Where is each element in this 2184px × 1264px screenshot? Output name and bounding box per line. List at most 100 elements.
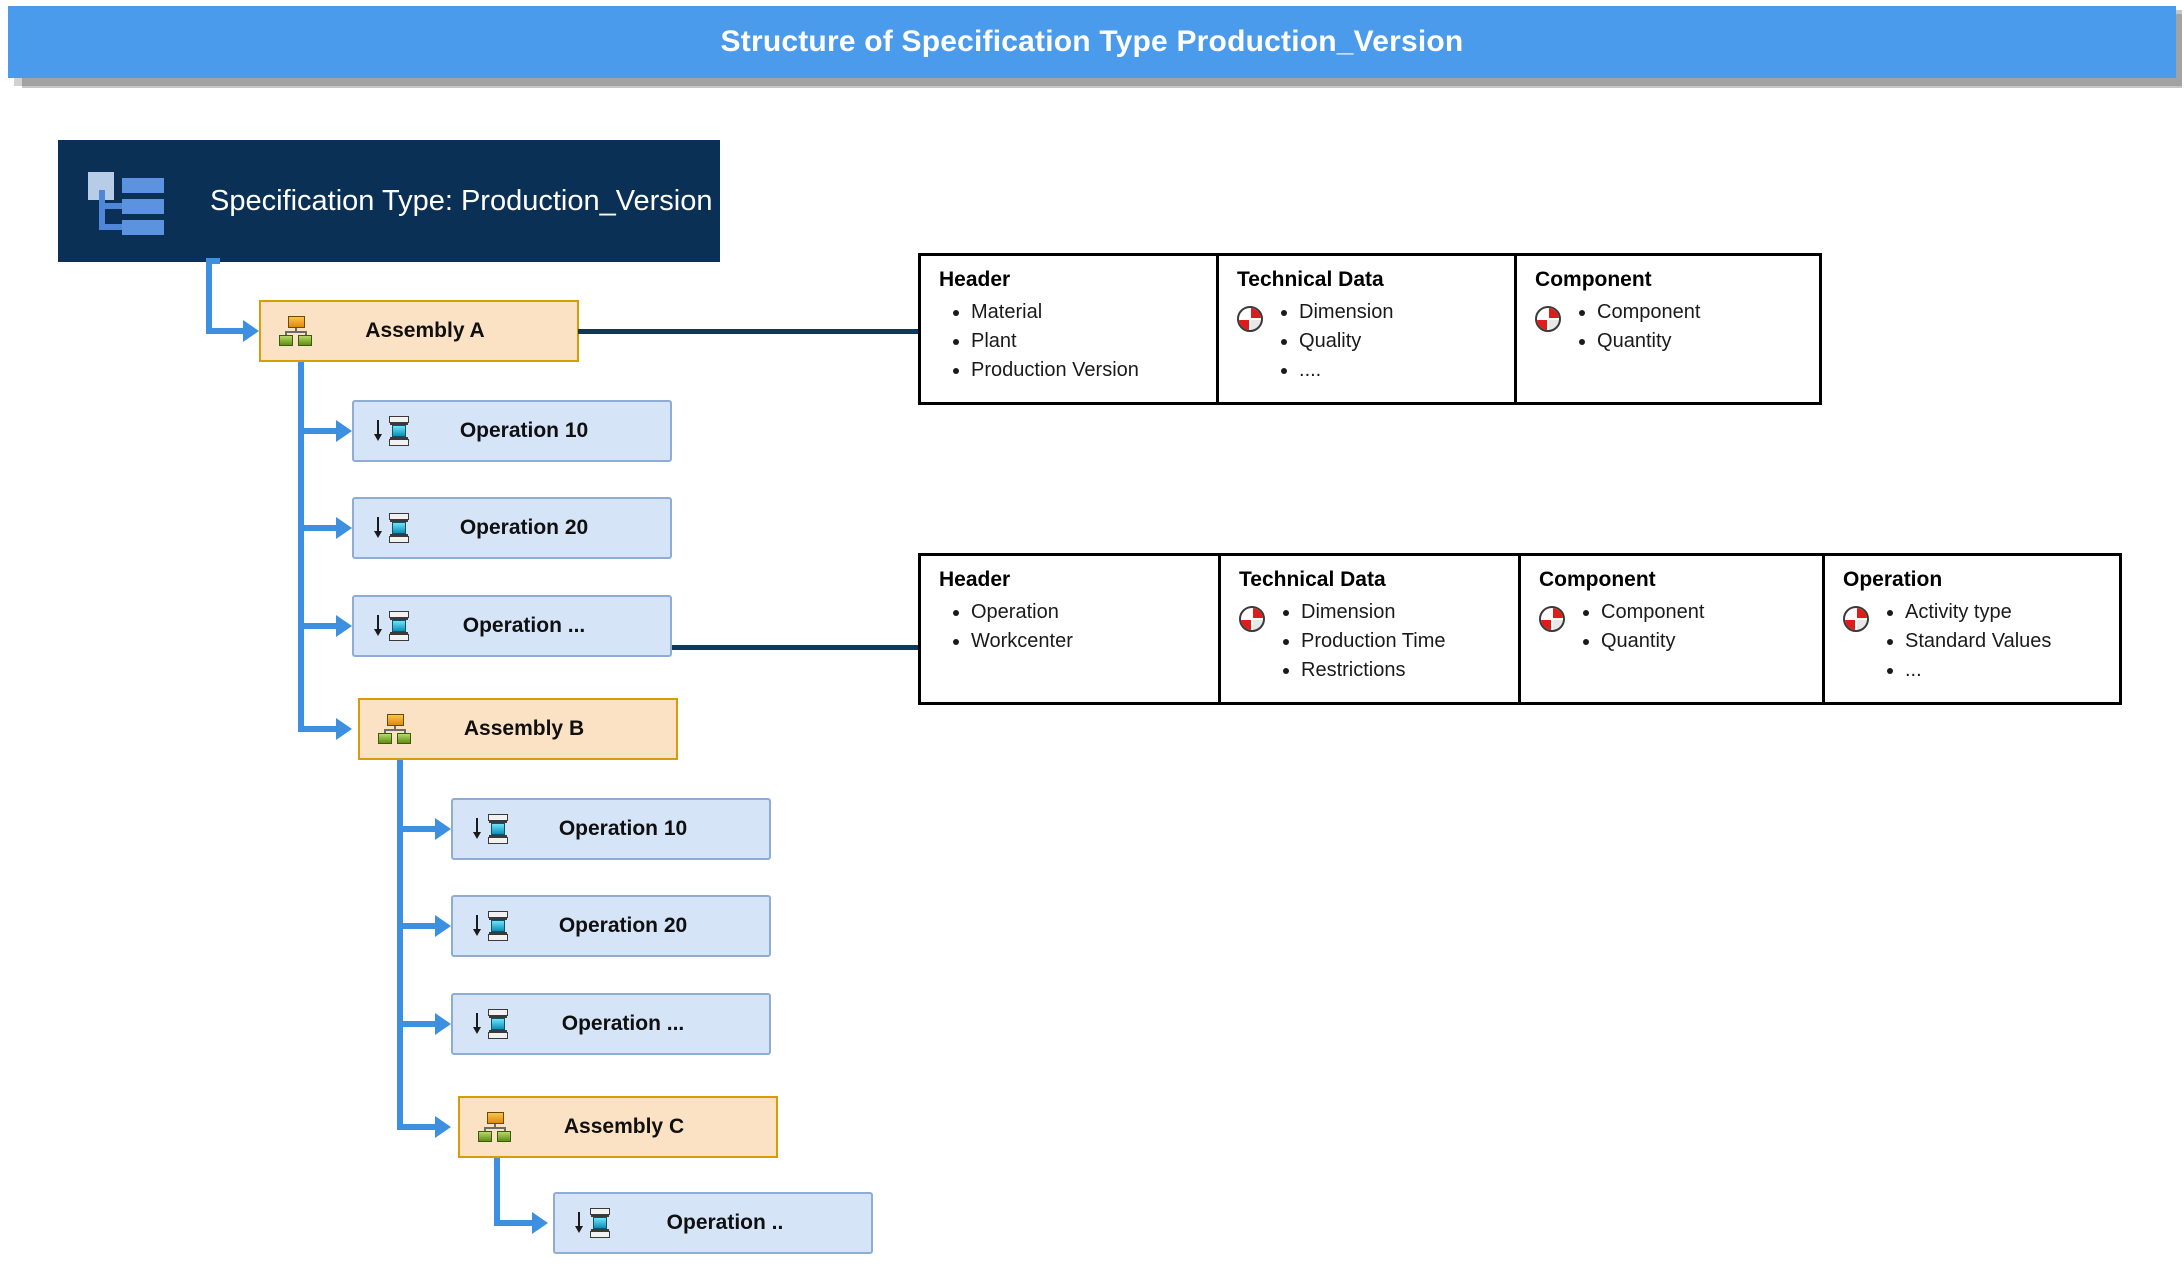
column-title: Technical Data [1239, 568, 1386, 591]
banner-shadow [22, 78, 2182, 88]
node-c-operation-dots[interactable]: Operation .. [553, 1192, 873, 1254]
list-item: Component [1601, 598, 1704, 627]
column-title: Component [1539, 568, 1656, 591]
column-items: Dimension Quality .... [1267, 298, 1393, 384]
node-b-operation-10[interactable]: Operation 10 [451, 798, 771, 860]
link-assembly-a-to-table [578, 329, 920, 334]
arrowhead-assembly-a [243, 320, 259, 342]
arrowhead-b-op-dots [435, 1013, 451, 1035]
detail-column-component: Component Component Quantity [1521, 556, 1825, 702]
node-b-operation-dots[interactable]: Operation ... [451, 993, 771, 1055]
node-label: Operation 20 [459, 516, 589, 539]
arrowhead-b-op-20 [435, 915, 451, 937]
sphere-red-white-icon [1843, 606, 1869, 632]
column-title: Operation [1843, 568, 1943, 591]
detail-column-operation: Operation Activity type Standard Values … [1825, 556, 2119, 702]
node-label: Assembly B [463, 717, 585, 740]
node-b-operation-20[interactable]: Operation 20 [451, 895, 771, 957]
list-item: Production Version [971, 356, 1139, 385]
detail-column-header: Header Operation Workcenter [921, 556, 1221, 702]
arrowhead-c-op-dots [532, 1212, 548, 1234]
node-label: Operation 10 [459, 419, 589, 442]
branch-a-op-dots [298, 623, 342, 629]
operation-flow-icon [471, 1008, 517, 1040]
list-item: Restrictions [1301, 656, 1446, 685]
arrowhead-b-op-10 [435, 818, 451, 840]
node-label: Operation 20 [558, 914, 688, 937]
node-label: Operation 10 [558, 817, 688, 840]
trunk-assembly-b [397, 760, 403, 1130]
banner-edge-shadow [2176, 10, 2182, 82]
operation-flow-icon [471, 910, 517, 942]
detail-column-technical-data: Technical Data Dimension Production Time… [1221, 556, 1521, 702]
operation-detail-table: Header Operation Workcenter Technical Da… [918, 553, 2122, 705]
column-items: Component Quantity [1565, 298, 1700, 356]
detail-column-technical-data: Technical Data Dimension Quality .... [1219, 256, 1518, 402]
column-title: Component [1535, 268, 1652, 291]
branch-a-op-20 [298, 525, 342, 531]
node-a-operation-dots[interactable]: Operation ... [352, 595, 672, 657]
column-items: Operation Workcenter [939, 598, 1073, 656]
page-title: Structure of Specification Type Producti… [8, 6, 2176, 78]
column-items: Component Quantity [1569, 598, 1704, 656]
branch-assembly-c [397, 1124, 441, 1130]
detail-column-header: Header Material Plant Production Version [921, 256, 1220, 402]
node-label: Operation .. [666, 1211, 784, 1234]
sphere-red-white-icon [1539, 606, 1565, 632]
node-label: Operation ... [561, 1012, 685, 1035]
connector-root-elbow-top [206, 258, 220, 264]
list-item: Dimension [1301, 598, 1446, 627]
list-item: Operation [971, 598, 1073, 627]
sphere-red-white-icon [1239, 606, 1265, 632]
column-items: Material Plant Production Version [939, 298, 1139, 384]
sphere-red-white-icon [1237, 306, 1264, 332]
node-assembly-b[interactable]: Assembly B [358, 698, 678, 760]
trunk-assembly-a [298, 362, 304, 732]
branch-assembly-b [298, 726, 342, 732]
trunk-assembly-c [494, 1158, 500, 1226]
node-a-operation-10[interactable]: Operation 10 [352, 400, 672, 462]
connector-root-vertical [206, 258, 212, 333]
node-label: Operation ... [462, 614, 586, 637]
operation-flow-icon [573, 1207, 619, 1239]
org-chart-icon [378, 714, 412, 744]
list-item: Activity type [1905, 598, 2051, 627]
arrowhead-assembly-c [435, 1116, 451, 1138]
branch-b-op-dots [397, 1021, 441, 1027]
node-assembly-a[interactable]: Assembly A [259, 300, 579, 362]
operation-flow-icon [372, 610, 418, 642]
list-item: Production Time [1301, 627, 1446, 656]
operation-flow-icon [372, 415, 418, 447]
spec-type-node[interactable]: Specification Type: Production_Version [58, 140, 720, 262]
list-item: ... [1905, 656, 2051, 685]
list-item: Quantity [1601, 627, 1704, 656]
list-item: Component [1597, 298, 1700, 327]
arrowhead-a-op-20 [336, 517, 352, 539]
list-item: Material [971, 298, 1139, 327]
page-title-text: Structure of Specification Type Producti… [720, 25, 1464, 58]
org-chart-icon [478, 1112, 512, 1142]
column-items: Activity type Standard Values ... [1873, 598, 2051, 684]
list-item: Plant [971, 327, 1139, 356]
column-title: Header [939, 568, 1011, 591]
node-a-operation-20[interactable]: Operation 20 [352, 497, 672, 559]
branch-a-op-10 [298, 428, 342, 434]
spec-type-label: Specification Type: Production_Version [210, 184, 713, 217]
operation-flow-icon [471, 813, 517, 845]
list-item: .... [1299, 356, 1393, 385]
list-item: Dimension [1299, 298, 1393, 327]
tree-structure-icon [88, 168, 164, 235]
branch-b-op-10 [397, 826, 441, 832]
branch-b-op-20 [397, 923, 441, 929]
node-assembly-c[interactable]: Assembly C [458, 1096, 778, 1158]
detail-column-component: Component Component Quantity [1517, 256, 1819, 402]
list-item: Workcenter [971, 627, 1073, 656]
assembly-detail-table: Header Material Plant Production Version… [918, 253, 1822, 405]
sphere-red-white-icon [1535, 306, 1562, 332]
arrowhead-a-op-10 [336, 420, 352, 442]
list-item: Standard Values [1905, 627, 2051, 656]
org-chart-icon [279, 316, 313, 346]
column-title: Header [939, 268, 1011, 291]
arrowhead-assembly-b [336, 718, 352, 740]
